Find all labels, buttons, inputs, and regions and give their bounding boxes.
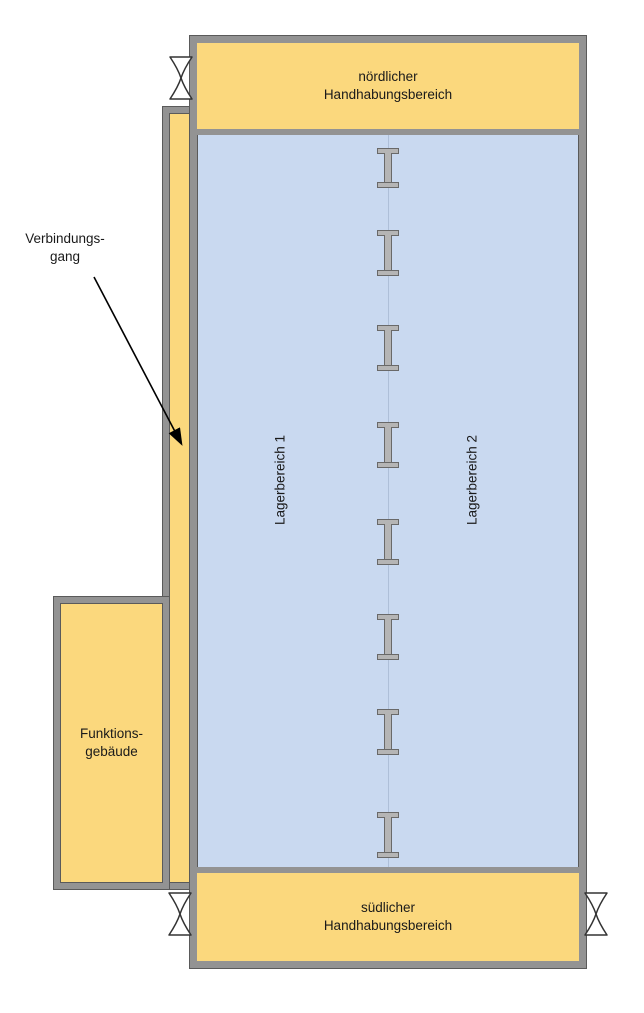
i-beam-column-icon xyxy=(377,422,399,468)
north-handling-area: nördlicher Handhabungsbereich xyxy=(197,43,579,135)
storage-area-1-label: Lagerbereich 1 xyxy=(272,434,288,526)
column-stem xyxy=(384,235,392,271)
i-beam-column-icon xyxy=(377,812,399,858)
column-stem xyxy=(384,714,392,750)
i-beam-column-icon xyxy=(377,519,399,565)
i-beam-column-icon xyxy=(377,709,399,755)
column-stem xyxy=(384,817,392,853)
i-beam-column-icon xyxy=(377,325,399,371)
double-door-icon xyxy=(168,892,192,936)
corridor-label: Verbindungs- gang xyxy=(25,231,105,265)
main-building: Lagerbereich 1 Lagerbereich 2 nördlicher… xyxy=(190,36,586,968)
function-building: Funktions- gebäude xyxy=(54,597,169,889)
column-stem xyxy=(384,619,392,655)
function-building-label: Funktions- gebäude xyxy=(79,725,144,759)
column-stem xyxy=(384,427,392,463)
i-beam-column-icon xyxy=(377,230,399,276)
column-stem xyxy=(384,153,392,183)
i-beam-column-icon xyxy=(377,614,399,660)
north-handling-area-label: nördlicher Handhabungsbereich xyxy=(323,68,453,102)
double-door-icon xyxy=(169,56,193,100)
i-beam-column-icon xyxy=(377,148,399,188)
south-handling-area-label: südlicher Handhabungsbereich xyxy=(323,899,453,933)
double-door-icon xyxy=(584,892,608,936)
storage-area-2-label: Lagerbereich 2 xyxy=(464,434,480,526)
storage-divider-line xyxy=(387,135,389,867)
column-stem xyxy=(384,524,392,560)
south-handling-area: südlicher Handhabungsbereich xyxy=(197,867,579,961)
column-stem xyxy=(384,330,392,366)
